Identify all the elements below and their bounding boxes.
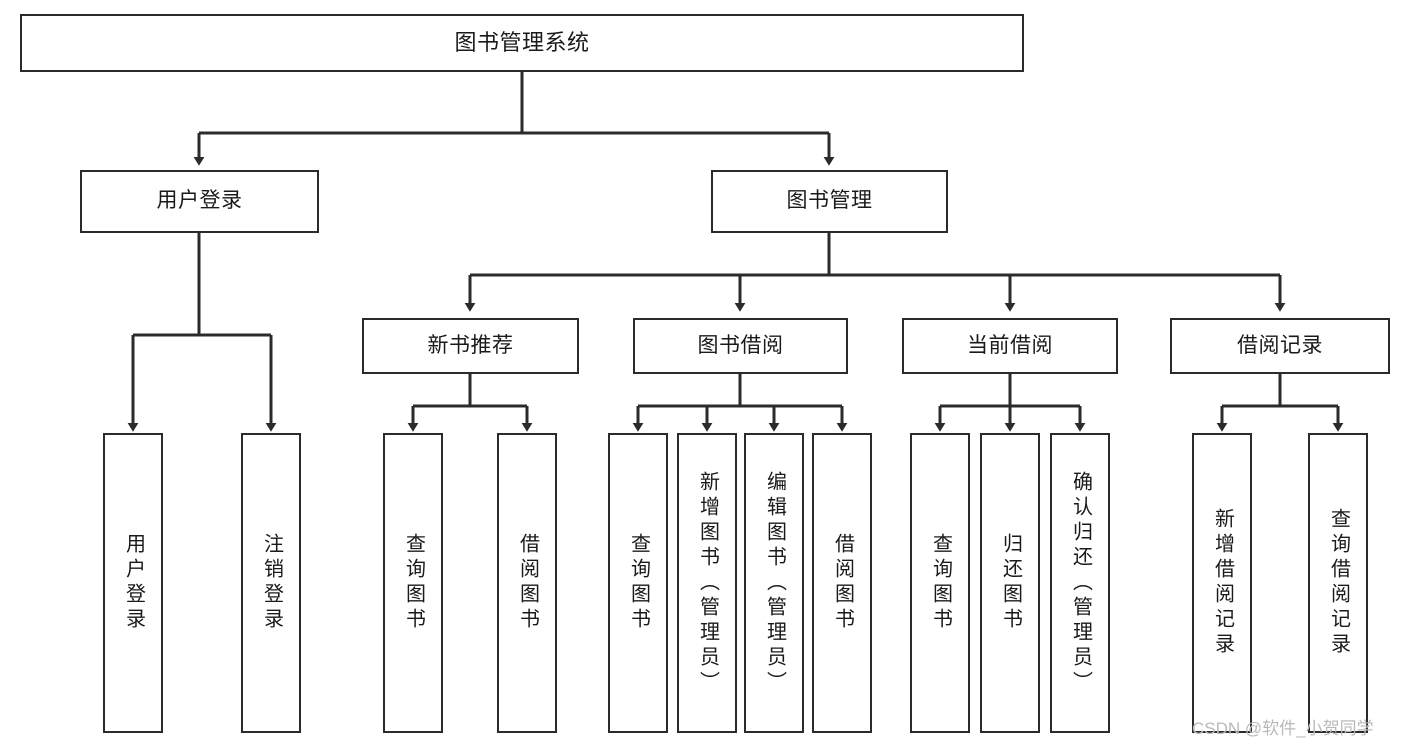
- node-label: 注销登录: [260, 533, 283, 633]
- node-user-login[interactable]: 用户登录: [80, 170, 319, 233]
- node-label: 借阅图书: [516, 533, 539, 633]
- node-label: 图书借阅: [697, 333, 784, 357]
- node-label: 查询图书: [402, 533, 425, 633]
- node-book-borrow[interactable]: 图书借阅: [633, 318, 848, 374]
- leaf-query-book-recommend[interactable]: 查询图书: [383, 433, 443, 733]
- node-borrow-record[interactable]: 借阅记录: [1170, 318, 1390, 374]
- leaf-query-book-current[interactable]: 查询图书: [910, 433, 970, 733]
- node-label: 查询图书: [929, 533, 952, 633]
- node-label: 确认归还（管理员）: [1069, 470, 1092, 696]
- leaf-add-book[interactable]: 新增图书（管理员）: [677, 433, 737, 733]
- leaf-confirm-return[interactable]: 确认归还（管理员）: [1050, 433, 1110, 733]
- leaf-logout[interactable]: 注销登录: [241, 433, 301, 733]
- leaf-query-borrow-record[interactable]: 查询借阅记录: [1308, 433, 1368, 733]
- leaf-add-borrow-record[interactable]: 新增借阅记录: [1192, 433, 1252, 733]
- node-label: 当前借阅: [967, 333, 1053, 357]
- node-label: 用户登录: [122, 533, 145, 633]
- watermark-text: CSDN @软件_小贺同学: [1192, 719, 1374, 738]
- leaf-borrow-book[interactable]: 借阅图书: [812, 433, 872, 733]
- node-label: 查询图书: [627, 533, 650, 633]
- node-new-book-recommend[interactable]: 新书推荐: [362, 318, 579, 374]
- leaf-user-login[interactable]: 用户登录: [103, 433, 163, 733]
- leaf-edit-book[interactable]: 编辑图书（管理员）: [744, 433, 804, 733]
- node-label: 查询借阅记录: [1327, 508, 1350, 658]
- node-label: 编辑图书（管理员）: [763, 470, 786, 696]
- node-current-borrow[interactable]: 当前借阅: [902, 318, 1118, 374]
- leaf-borrow-book-recommend[interactable]: 借阅图书: [497, 433, 557, 733]
- node-label: 图书管理: [786, 189, 873, 213]
- node-label: 新增借阅记录: [1211, 508, 1234, 658]
- node-root-system[interactable]: 图书管理系统: [20, 14, 1024, 72]
- node-label: 归还图书: [999, 533, 1022, 633]
- node-label: 借阅记录: [1237, 333, 1323, 357]
- node-label: 新书推荐: [427, 333, 514, 357]
- leaf-query-book-borrow[interactable]: 查询图书: [608, 433, 668, 733]
- node-book-management[interactable]: 图书管理: [711, 170, 948, 233]
- leaf-return-book[interactable]: 归还图书: [980, 433, 1040, 733]
- node-label: 图书管理系统: [454, 30, 590, 56]
- node-label: 借阅图书: [831, 533, 854, 633]
- node-label: 用户登录: [156, 189, 243, 213]
- node-label: 新增图书（管理员）: [696, 470, 719, 696]
